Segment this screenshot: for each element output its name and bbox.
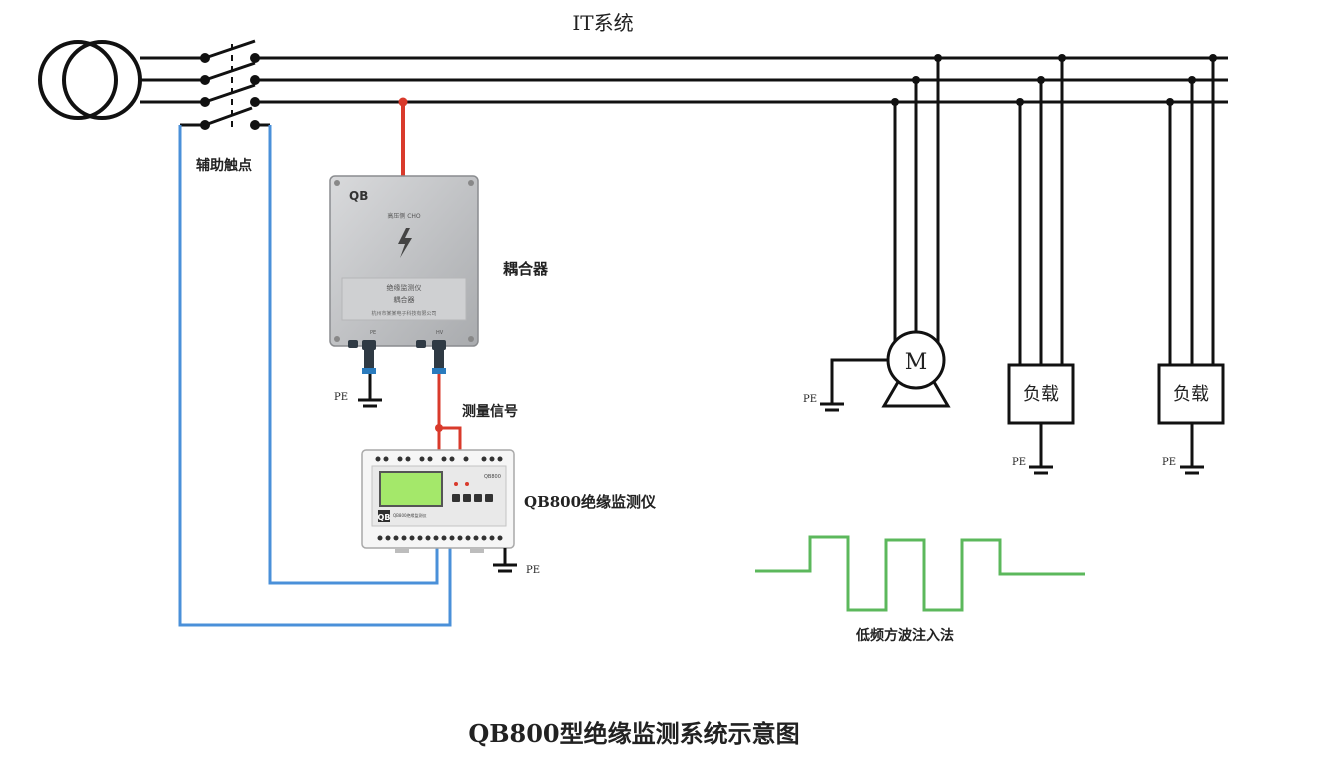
monitor-keypad (452, 482, 493, 502)
monitor-brand-text: QB800绝缘监测仪 (393, 512, 427, 518)
monitor-ground-icon (493, 548, 517, 573)
load1-label: 负载 (1023, 384, 1059, 405)
aux-contact-wires (178, 125, 452, 627)
square-wave-signal (755, 535, 1085, 612)
load1-junctions (1016, 54, 1066, 106)
load2-box: 负载 (1157, 363, 1225, 425)
motor-icon: M (881, 330, 951, 408)
motor-pe-label: PE (803, 394, 817, 405)
coupler-label: 耦合器 (503, 260, 549, 278)
breaker-switch-icon (200, 39, 260, 130)
load1-ground-icon (1029, 423, 1053, 475)
figure-caption: QB800型绝缘监测系统示意图 (468, 719, 799, 748)
transformer-icon (38, 40, 142, 120)
coupler-panel-line3: 杭州市某某电子科技有限公司 (371, 310, 436, 317)
monitor-label: QB800绝缘监测仪 (524, 493, 657, 511)
system-title: IT系统 (572, 11, 633, 35)
coupler-panel-line2: 耦合器 (394, 295, 415, 304)
coupler-top-text: 高压侧 CHO (387, 212, 421, 220)
load1-branch-wires (1018, 58, 1064, 365)
aux-contact-label: 辅助触点 (196, 157, 252, 174)
monitor-pe-label: PE (526, 565, 540, 576)
waveform-label: 低频方波注入法 (855, 627, 954, 644)
coupler-ground-icon (358, 374, 382, 408)
load1-pe-label: PE (1012, 457, 1026, 468)
motor-branch-junctions (891, 54, 942, 106)
lightning-icon (398, 228, 412, 258)
measure-signal-junction (435, 424, 443, 432)
monitor-model-text: QB800 (484, 474, 501, 480)
three-phase-bus (255, 56, 1228, 104)
load2-branch-wires (1168, 58, 1215, 365)
load2-junctions (1166, 54, 1217, 106)
load2-ground-icon (1180, 423, 1204, 475)
coupler-port-left: PE (370, 330, 376, 336)
monitor-logo: QB (378, 513, 391, 522)
motor-ground-icon (820, 358, 888, 412)
motor-label: M (905, 350, 928, 375)
monitor-lcd-screen (379, 471, 443, 507)
measure-signal-label: 测量信号 (462, 403, 518, 420)
coupler-panel-line1: 绝缘监测仪 (387, 283, 422, 292)
coupler-port-right: HV (436, 330, 444, 336)
measure-signal-wire (437, 374, 462, 452)
load2-label: 负载 (1173, 384, 1209, 405)
coupler-pe-label: PE (334, 392, 348, 403)
monitor-device: QB QB800绝缘监测仪 QB800 (361, 449, 515, 553)
coupler-logo: QB (349, 189, 368, 203)
coupler-device: QB 高压侧 CHO 绝缘监测仪 耦合器 杭州市某某电子科技有限公司 PE HV (329, 175, 479, 374)
load1-box: 负载 (1007, 363, 1075, 425)
motor-branch-wires (893, 58, 940, 348)
load2-pe-label: PE (1162, 457, 1176, 468)
supply-lines (140, 56, 205, 127)
